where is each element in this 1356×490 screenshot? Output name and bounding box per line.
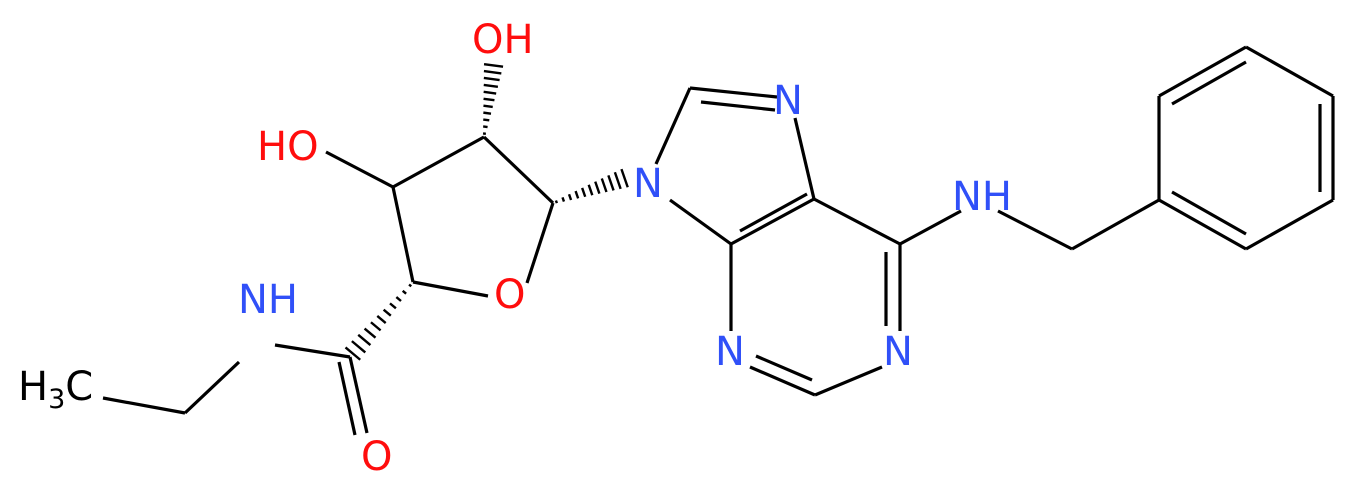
hashed-wedge-c2-oh xyxy=(482,62,504,135)
hash-stroke xyxy=(567,193,573,201)
bond-ph-2 xyxy=(1158,45,1247,98)
atom-methyl-h: H xyxy=(18,364,48,410)
hash-stroke xyxy=(351,340,367,354)
hash-stroke xyxy=(376,315,387,324)
atom-n3: N xyxy=(715,329,745,375)
bond-c4-o xyxy=(412,280,489,298)
bond-carbonyl-double-1 xyxy=(348,356,369,434)
bonds xyxy=(102,45,1335,436)
hash-stroke xyxy=(482,125,488,129)
hash-stroke xyxy=(483,83,499,88)
bond-n9-c8 xyxy=(654,87,692,165)
hash-stroke xyxy=(581,187,587,198)
hash-stroke xyxy=(594,181,601,194)
atom-ring-oxygen: O xyxy=(494,272,525,318)
bond-c3-c4 xyxy=(391,186,415,283)
hash-stroke xyxy=(587,184,594,196)
hash-stroke xyxy=(395,296,402,302)
bond-ch2-ph xyxy=(1071,198,1160,251)
hash-stroke xyxy=(483,104,493,109)
hash-stroke xyxy=(370,321,382,332)
hash-stroke xyxy=(483,62,504,68)
atom-oh-top: OH xyxy=(472,17,534,63)
hash-stroke xyxy=(483,118,490,122)
hash-stroke xyxy=(389,302,397,310)
bond-c4-c5-double xyxy=(739,192,808,233)
hash-stroke xyxy=(574,190,580,199)
hash-stroke xyxy=(382,308,392,317)
hash-stroke xyxy=(561,196,566,202)
bond-ph-inner-1 xyxy=(1171,60,1247,106)
bond-n7-c5 xyxy=(793,117,816,200)
bond-c8-n7-double xyxy=(700,100,776,112)
bond-c5-c6 xyxy=(813,197,901,246)
bond-c2-n3-double xyxy=(755,354,813,382)
hash-stroke xyxy=(483,69,502,75)
bond-c8-n7 xyxy=(689,86,778,99)
bond-o-c1 xyxy=(525,202,555,284)
bond-c2-n3 xyxy=(749,365,816,397)
atom-labels: OH HO O O N N NH N N NH H3C xyxy=(18,17,1012,480)
atom-methyl: H3C xyxy=(18,364,93,415)
bond-n1-c2 xyxy=(814,365,883,397)
bond-ph-5 xyxy=(1245,198,1334,251)
hash-stroke xyxy=(483,97,495,102)
bond-c6-nh xyxy=(899,209,962,246)
bond-c2-c3 xyxy=(392,135,485,189)
bond-nh-carbonyl xyxy=(274,343,351,359)
atom-ho-left: HO xyxy=(257,124,319,170)
hash-stroke xyxy=(483,76,500,82)
bond-ph-inner-3 xyxy=(1171,190,1247,236)
bond-ph-6 xyxy=(1158,198,1247,251)
atom-carbonyl-oxygen: O xyxy=(361,434,392,480)
hash-stroke xyxy=(600,178,608,193)
bond-nh-ch2 xyxy=(997,209,1073,251)
bond-c1-c2 xyxy=(482,135,555,205)
bond-c4-c5 xyxy=(730,197,815,246)
atom-n1: N xyxy=(883,329,913,375)
bond-ch3-ch2 xyxy=(102,396,186,415)
hash-stroke xyxy=(344,346,361,361)
hash-stroke xyxy=(408,283,412,288)
bond-ch2-nh xyxy=(183,360,241,415)
hashed-wedge-c4-carbonyl xyxy=(344,283,412,361)
bond-n9-c4 xyxy=(669,198,732,246)
hash-stroke xyxy=(363,327,377,339)
atom-n7: N xyxy=(773,78,803,124)
hash-stroke xyxy=(357,333,372,346)
hash-stroke xyxy=(483,90,497,95)
atom-methyl-c: C xyxy=(65,364,93,410)
atom-nh-amide: NH xyxy=(238,277,298,323)
hash-stroke xyxy=(613,171,622,190)
hash-stroke xyxy=(483,111,492,115)
hash-stroke xyxy=(401,289,407,295)
hashed-wedge-c1-n9 xyxy=(554,168,629,204)
bond-c3-oh xyxy=(325,150,394,189)
atom-n9: N xyxy=(633,161,663,207)
atom-methyl-subscript: 3 xyxy=(48,384,65,415)
hash-stroke xyxy=(607,175,615,191)
bond-carbonyl-double-2 xyxy=(337,361,357,436)
atom-nh-benzyl: NH xyxy=(952,174,1012,220)
hash-stroke xyxy=(554,200,559,204)
hash-stroke xyxy=(620,168,629,188)
bond-ph-3 xyxy=(1245,45,1334,98)
